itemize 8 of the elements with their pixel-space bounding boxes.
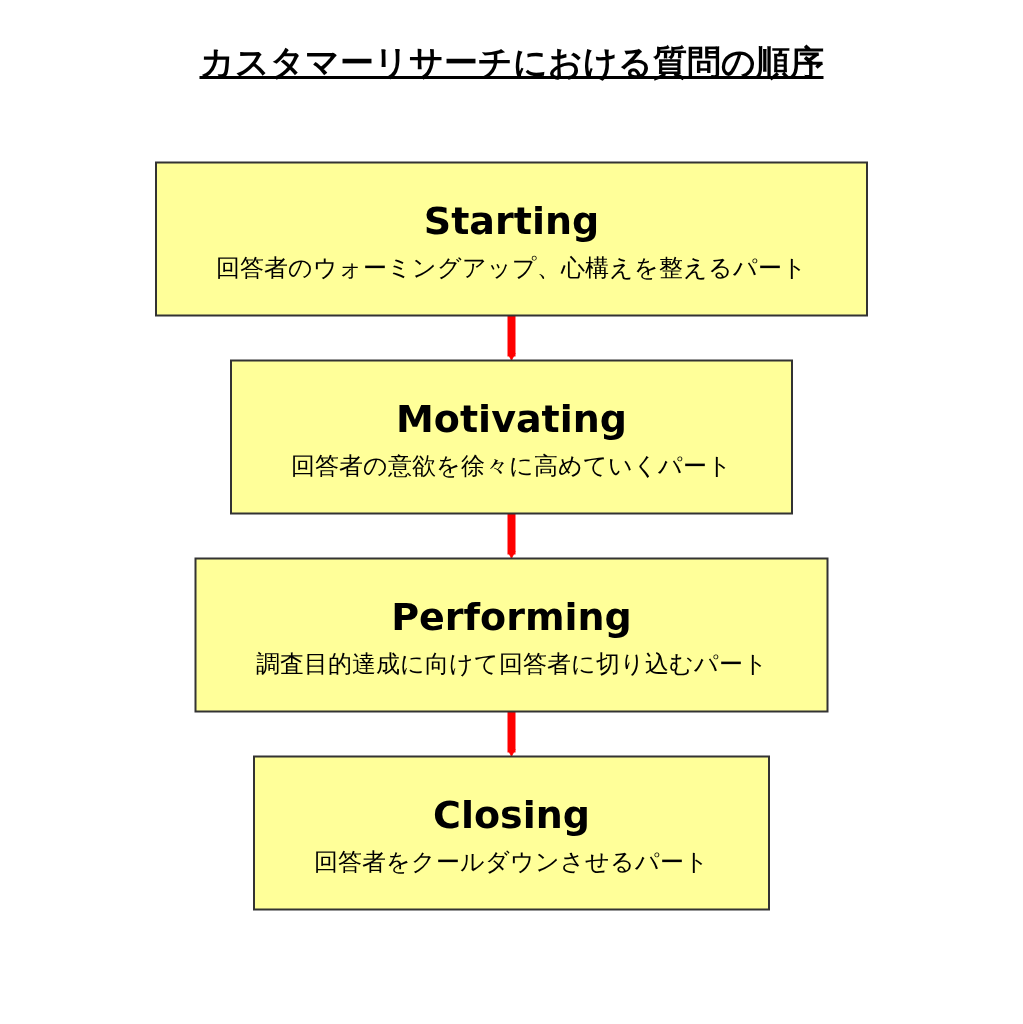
diagram-title: カスタマーリサーチにおける質問の順序	[198, 41, 825, 84]
arrow	[507, 711, 516, 757]
node-box: Starting 回答者のウォーミングアップ、心構えを整えるパート	[155, 161, 868, 317]
node-box: Closing 回答者をクールダウンさせるパート	[253, 755, 770, 911]
arrow	[507, 315, 516, 361]
node-box: Performing 調査目的達成に向けて回答者に切り込むパート	[194, 557, 829, 713]
arrow	[507, 513, 516, 559]
node-box: Motivating 回答者の意欲を徐々に高めていくパート	[230, 359, 793, 515]
